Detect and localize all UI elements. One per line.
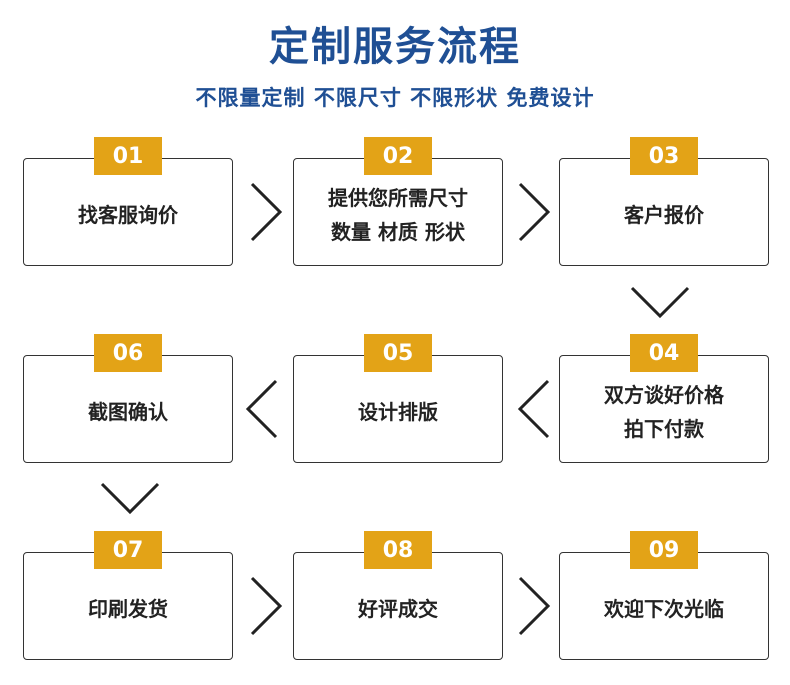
step-text: 截图确认 [88, 400, 168, 424]
step-box-01: 找客服询价 [23, 158, 233, 266]
chevron-down-icon [98, 480, 162, 516]
step-badge-01: 01 [94, 137, 162, 175]
step-text: 好评成交 [358, 597, 438, 621]
step-box-04: 双方谈好价格 拍下付款 [559, 355, 769, 463]
chevron-right-icon [246, 574, 286, 638]
step-box-08: 好评成交 [293, 552, 503, 660]
chevron-left-icon [514, 377, 554, 441]
chevron-down-icon [628, 284, 692, 320]
step-text: 提供您所需尺寸 数量 材质 形状 [328, 186, 468, 244]
step-text: 双方谈好价格 拍下付款 [604, 383, 724, 441]
step-box-09: 欢迎下次光临 [559, 552, 769, 660]
step-box-07: 印刷发货 [23, 552, 233, 660]
step-badge-08: 08 [364, 531, 432, 569]
step-badge-09: 09 [630, 531, 698, 569]
step-badge-05: 05 [364, 334, 432, 372]
step-badge-04: 04 [630, 334, 698, 372]
step-text: 客户报价 [624, 203, 704, 227]
step-text: 印刷发货 [88, 597, 168, 621]
step-box-06: 截图确认 [23, 355, 233, 463]
step-box-03: 客户报价 [559, 158, 769, 266]
step-box-05: 设计排版 [293, 355, 503, 463]
chevron-left-icon [242, 377, 282, 441]
step-badge-07: 07 [94, 531, 162, 569]
step-text: 欢迎下次光临 [604, 597, 724, 621]
step-badge-03: 03 [630, 137, 698, 175]
step-badge-06: 06 [94, 334, 162, 372]
page-subtitle: 不限量定制 不限尺寸 不限形状 免费设计 [195, 86, 595, 110]
step-text: 找客服询价 [78, 203, 178, 227]
page-title: 定制服务流程 [269, 24, 521, 70]
step-box-02: 提供您所需尺寸 数量 材质 形状 [293, 158, 503, 266]
chevron-right-icon [514, 180, 554, 244]
step-text: 设计排版 [358, 400, 438, 424]
chevron-right-icon [246, 180, 286, 244]
chevron-right-icon [514, 574, 554, 638]
step-badge-02: 02 [364, 137, 432, 175]
